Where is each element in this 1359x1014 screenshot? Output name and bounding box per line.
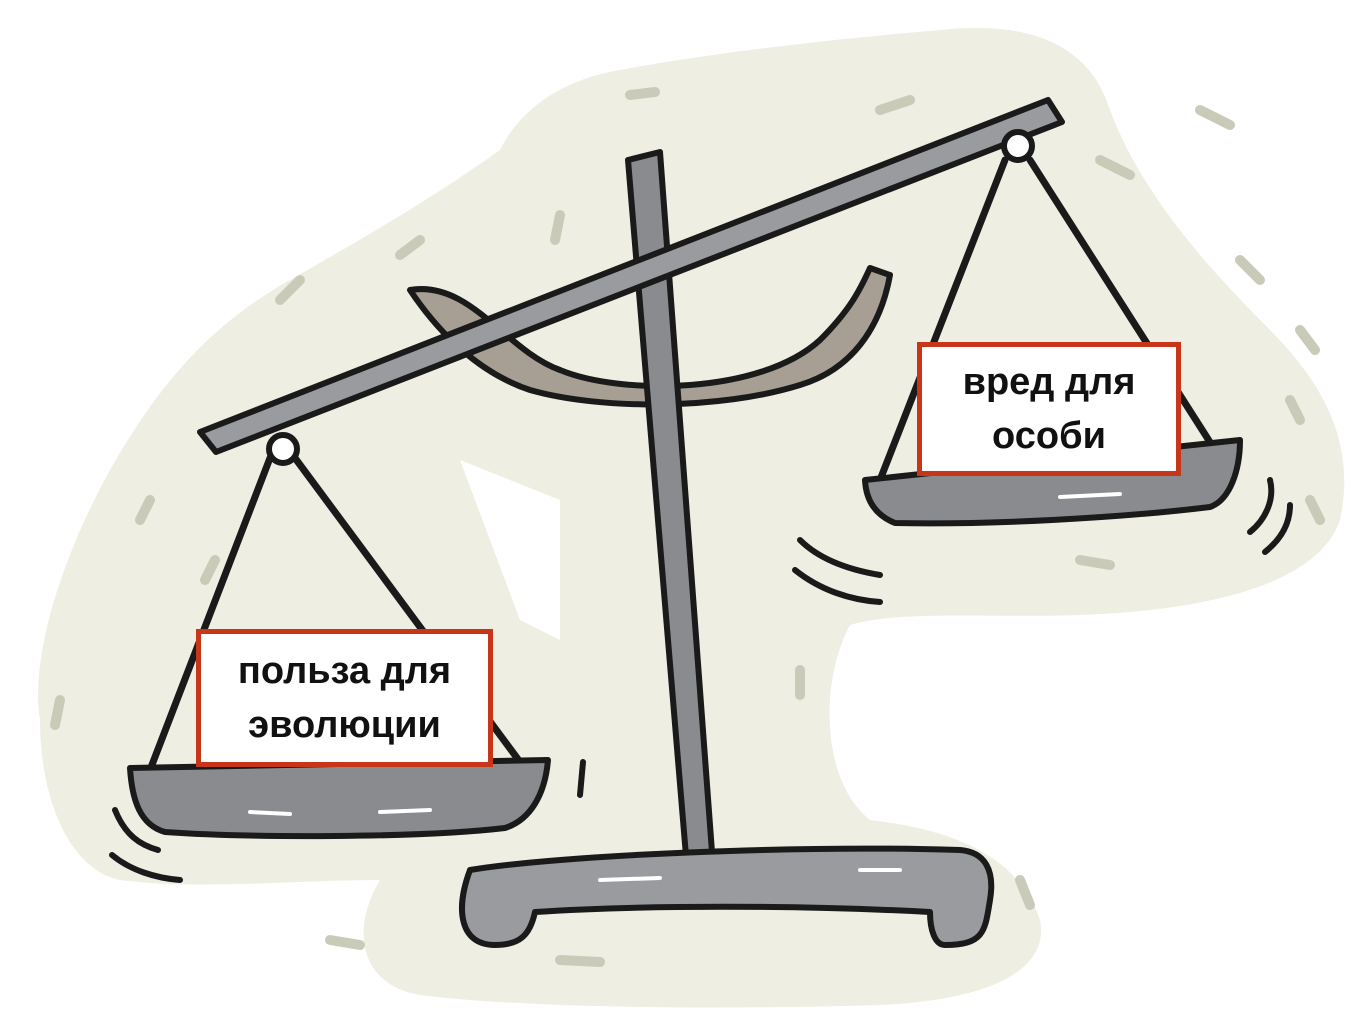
pan-strings	[146, 156, 1219, 774]
right-pan-label: вред для особи	[917, 342, 1181, 476]
right-pan-label-line2: особи	[992, 415, 1106, 457]
counterweight-arc	[407, 265, 893, 408]
background-gap	[460, 460, 560, 640]
right-pan-label-line1: вред для	[962, 361, 1136, 403]
left-pan-label-line2: эволюции	[248, 704, 441, 746]
motion-lines	[109, 477, 1293, 883]
scale-base	[459, 845, 995, 948]
left-hinge	[266, 432, 300, 466]
left-pan-label-line1: польза для	[237, 650, 452, 692]
left-pan	[127, 757, 551, 840]
right-hinge	[1001, 129, 1035, 163]
scale-beam	[197, 97, 1065, 455]
metal-highlights	[248, 492, 1122, 882]
background-dashes	[50, 87, 1325, 967]
left-pan-label: польза для эволюции	[196, 629, 493, 767]
